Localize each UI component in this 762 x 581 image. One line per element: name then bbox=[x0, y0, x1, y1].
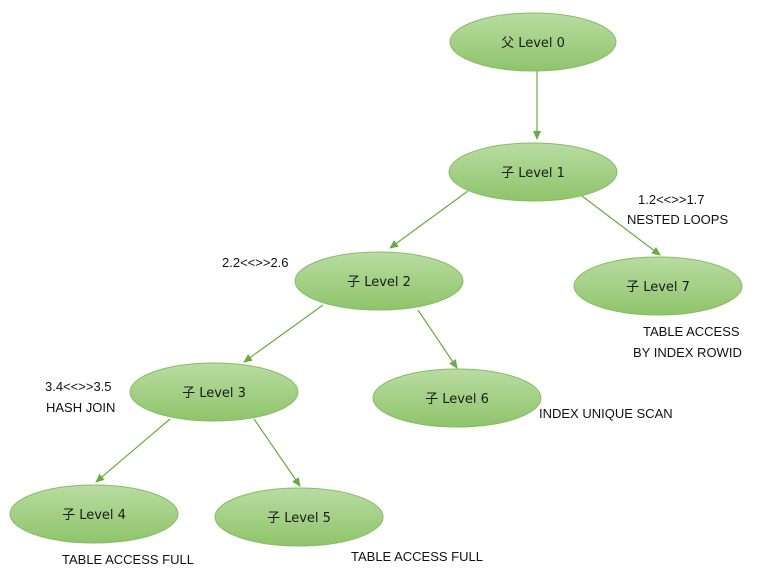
level7-operation-line2: BY INDEX ROWID bbox=[633, 345, 742, 360]
edge-level3-level4 bbox=[95, 418, 171, 483]
node-level-5: 子 Level 5 bbox=[214, 487, 384, 547]
edge-level1-level2 bbox=[389, 190, 469, 249]
level3-operation: HASH JOIN bbox=[46, 400, 115, 415]
node-label: 子 Level 1 bbox=[501, 166, 565, 181]
edge-level3-level5 bbox=[253, 418, 301, 487]
annotations: 1.2<<>>1.7 NESTED LOOPS 2.2<<>>2.6 3.4<<… bbox=[45, 192, 742, 567]
level2-cost-range: 2.2<<>>2.6 bbox=[222, 255, 289, 270]
node-level-3: 子 Level 3 bbox=[129, 362, 299, 422]
node-label: 父 Level 0 bbox=[501, 36, 565, 51]
edge-level1-level7 bbox=[581, 195, 661, 256]
node-level-4: 子 Level 4 bbox=[9, 484, 179, 544]
node-label: 子 Level 7 bbox=[626, 280, 690, 295]
node-level-0: 父 Level 0 bbox=[449, 12, 617, 72]
level1-operation: NESTED LOOPS bbox=[627, 212, 728, 227]
edges bbox=[95, 71, 661, 487]
node-level-2: 子 Level 2 bbox=[294, 251, 464, 311]
level1-cost-range: 1.2<<>>1.7 bbox=[638, 192, 705, 207]
node-label: 子 Level 2 bbox=[347, 275, 411, 290]
node-label: 子 Level 6 bbox=[425, 392, 489, 407]
node-label: 子 Level 5 bbox=[267, 511, 331, 526]
level5-operation: TABLE ACCESS FULL bbox=[351, 549, 483, 564]
edge-level2-level6 bbox=[417, 309, 458, 369]
node-level-7: 子 Level 7 bbox=[573, 256, 743, 316]
level6-operation: INDEX UNIQUE SCAN bbox=[539, 406, 673, 421]
edge-level2-level3 bbox=[243, 304, 324, 363]
level4-operation: TABLE ACCESS FULL bbox=[62, 552, 194, 567]
level7-operation-line1: TABLE ACCESS bbox=[643, 324, 740, 339]
node-level-6: 子 Level 6 bbox=[372, 368, 542, 428]
node-label: 子 Level 4 bbox=[62, 508, 126, 523]
node-level-1: 子 Level 1 bbox=[448, 142, 618, 202]
node-label: 子 Level 3 bbox=[182, 386, 246, 401]
level3-cost-range: 3.4<<>>3.5 bbox=[45, 379, 112, 394]
